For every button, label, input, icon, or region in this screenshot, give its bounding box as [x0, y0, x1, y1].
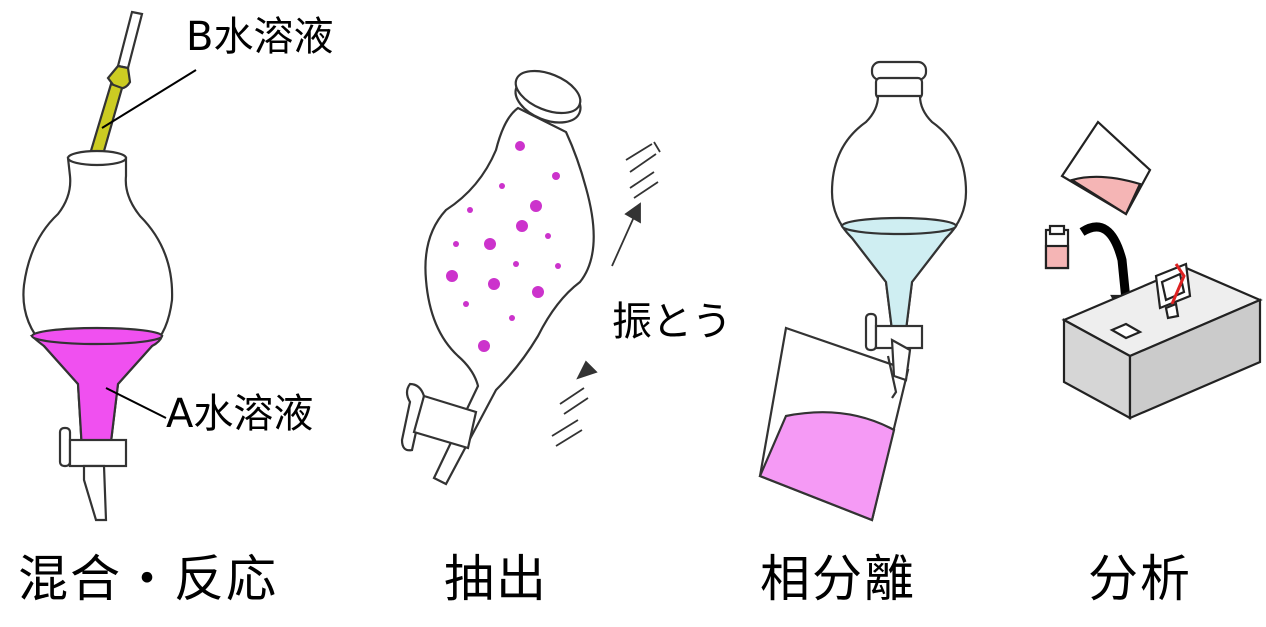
pipette-icon — [88, 10, 144, 160]
step-analysis: 分析 — [1088, 550, 1192, 608]
vial-icon — [1044, 224, 1070, 270]
arrow-icon — [1079, 222, 1131, 301]
sample-cup-icon — [1060, 120, 1152, 216]
separatory-funnel-icon — [22, 10, 197, 522]
particles — [446, 141, 561, 352]
b-solution-label: B水溶液 — [186, 14, 334, 60]
beaker-icon — [758, 326, 912, 522]
shake-arrows-icon — [551, 141, 661, 447]
separating-funnel-icon — [830, 60, 968, 352]
tilted-funnel-icon — [400, 69, 595, 486]
a-solution-label: A水溶液 — [166, 391, 314, 437]
shake-label: 振とう — [612, 299, 732, 345]
step-phase-separation: 相分離 — [760, 550, 916, 608]
analyzer-icon — [1044, 120, 1263, 420]
step-mixing-reaction: 混合・反応 — [18, 550, 278, 608]
step-extraction: 抽出 — [444, 550, 548, 608]
